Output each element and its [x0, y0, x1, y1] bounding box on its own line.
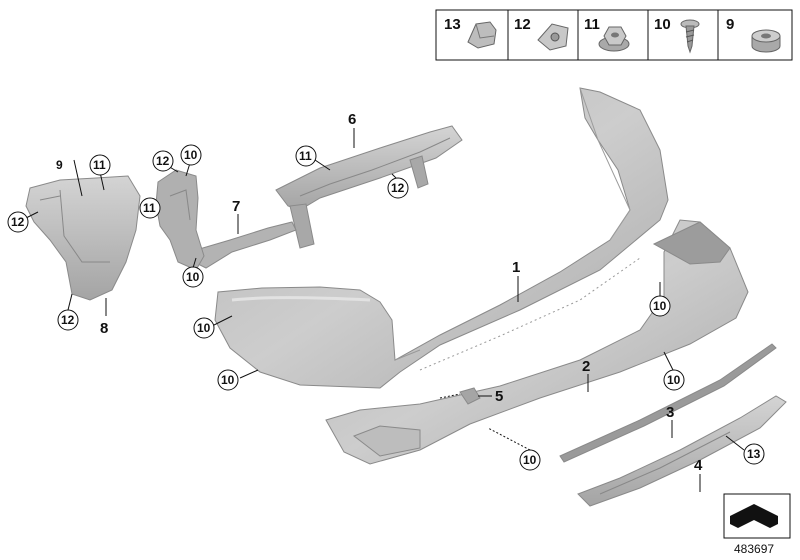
part-label-4: 4 [694, 457, 703, 474]
mount-bracket [155, 169, 205, 271]
small-clip [439, 387, 481, 405]
trim-strip [559, 343, 777, 463]
spacer-icon [751, 29, 781, 53]
callout-10: 10 [186, 270, 200, 284]
callout-11: 11 [143, 201, 156, 215]
callout-10: 10 [197, 321, 211, 335]
callouts: 9 11 12 12 12 10 11 10 11 12 10 10 10 10… [7, 144, 765, 471]
callout-10: 10 [523, 453, 537, 467]
callout-12: 12 [391, 181, 405, 195]
guide-bracket [25, 175, 141, 301]
part-labels: 1 2 3 4 5 6 7 8 [100, 111, 703, 474]
hex-nut-icon [598, 26, 630, 52]
callout-9: 9 [56, 158, 63, 172]
callout-12: 12 [156, 154, 170, 168]
part-label-1: 1 [512, 259, 520, 276]
legend-number: 13 [444, 16, 461, 33]
callout-12: 12 [11, 215, 25, 229]
callout-10: 10 [667, 373, 681, 387]
diffuser-trim [577, 395, 787, 507]
clip-icon [467, 21, 497, 49]
lower-trim-panel [325, 219, 749, 465]
legend-number: 11 [584, 16, 600, 33]
spring-nut-icon [537, 23, 569, 51]
legend-number: 12 [514, 16, 531, 33]
part-label-8: 8 [100, 320, 108, 337]
bumper-trim-panel [214, 87, 669, 389]
part-label-2: 2 [582, 358, 590, 375]
screw-icon [680, 19, 700, 54]
part-label-7: 7 [232, 198, 240, 215]
callout-11: 11 [93, 158, 106, 172]
bracket-arm [193, 221, 297, 269]
callout-12: 12 [61, 313, 75, 327]
leader-lines [25, 128, 745, 492]
callout-10: 10 [184, 148, 198, 162]
legend-number: 9 [726, 16, 734, 33]
reference-number: 483697 [734, 542, 774, 556]
part-label-5: 5 [495, 388, 503, 405]
part-label-6: 6 [348, 111, 356, 128]
view-orientation-box: 483697 [723, 493, 791, 556]
callout-10: 10 [653, 299, 667, 313]
callout-11: 11 [299, 149, 312, 163]
legend-number: 10 [654, 16, 671, 33]
part-label-3: 3 [666, 404, 674, 421]
bumper-carrier [275, 125, 463, 249]
callout-10: 10 [221, 373, 235, 387]
callout-13: 13 [747, 447, 761, 461]
fastener-legend: 13 12 11 10 9 [435, 9, 793, 61]
orientation-arrow-icon [730, 504, 778, 528]
